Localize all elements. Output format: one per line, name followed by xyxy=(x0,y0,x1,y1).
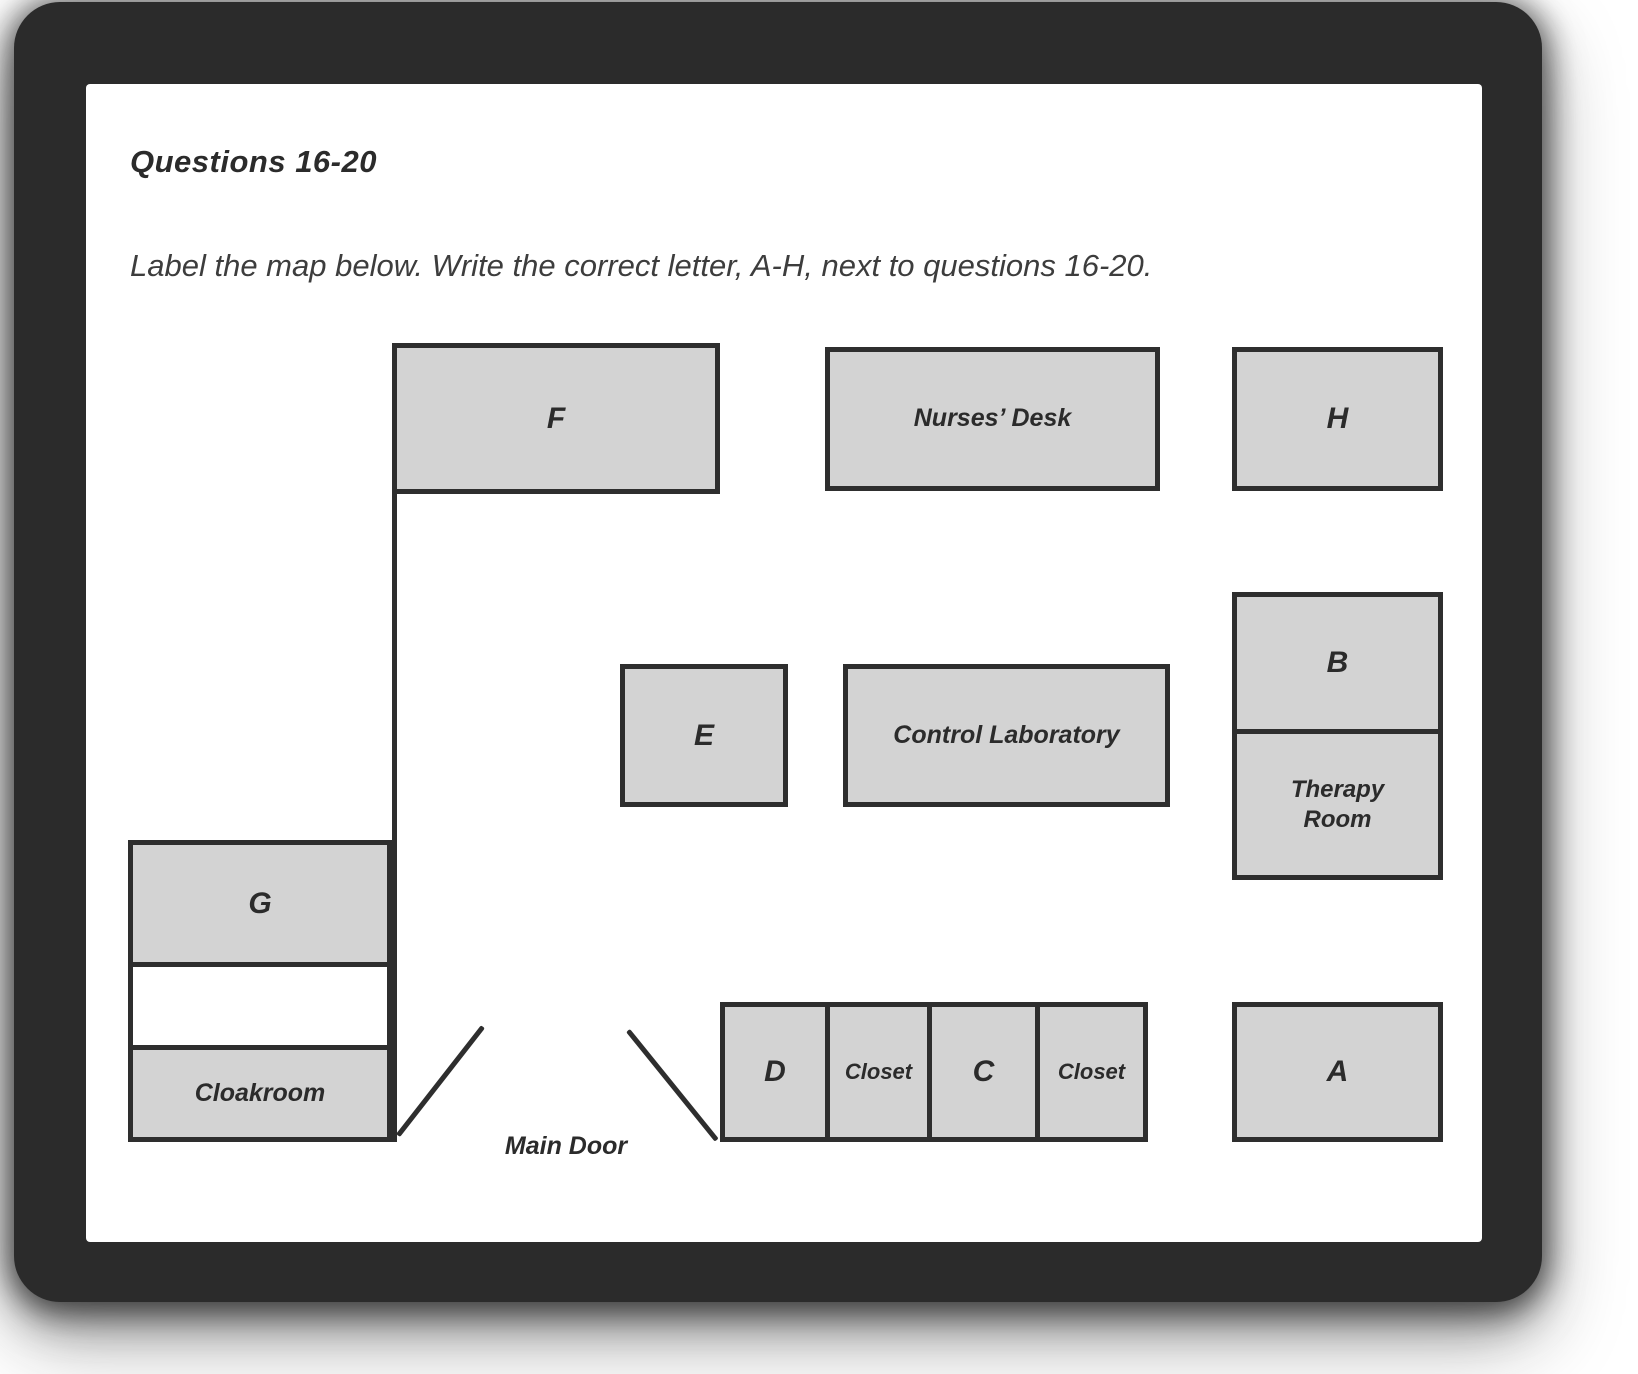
room-unlabeled xyxy=(128,962,392,1050)
room-cloakroom: Cloakroom xyxy=(128,1045,392,1142)
main-door-line-right xyxy=(626,1028,719,1142)
room-g-label: G xyxy=(248,886,272,920)
room-nurses-desk: Nurses’ Desk xyxy=(825,347,1160,491)
room-f-label: F xyxy=(546,401,566,435)
room-g: G xyxy=(128,840,392,967)
room-a: A xyxy=(1232,1002,1443,1142)
dark-bezel-frame: Questions 16-20 Label the map below. Wri… xyxy=(14,2,1542,1302)
room-closet-left-label: Closet xyxy=(844,1059,913,1085)
room-a-label: A xyxy=(1326,1055,1349,1089)
room-nurses-desk-label: Nurses’ Desk xyxy=(913,404,1072,433)
floor-plan-map: F Nurses’ Desk H B Therapy Room E xyxy=(86,84,1482,1242)
room-h-label: H xyxy=(1326,402,1349,436)
room-therapy: Therapy Room xyxy=(1232,729,1443,880)
room-d-label: D xyxy=(764,1055,786,1089)
page-title: Questions 16-20 xyxy=(130,144,377,179)
room-c-label: C xyxy=(972,1055,995,1089)
document-page: Questions 16-20 Label the map below. Wri… xyxy=(86,84,1482,1242)
instruction-text: Label the map below. Write the correct l… xyxy=(130,248,1153,283)
room-c: C xyxy=(927,1002,1040,1142)
room-b: B xyxy=(1232,592,1443,734)
room-e: E xyxy=(620,664,788,807)
room-b-label: B xyxy=(1326,646,1349,680)
room-closet-left: Closet xyxy=(825,1002,932,1142)
room-e-label: E xyxy=(693,718,714,752)
room-control-laboratory-label: Control Laboratory xyxy=(893,720,1120,749)
room-therapy-label: Therapy Room xyxy=(1290,775,1385,833)
room-d: D xyxy=(720,1002,830,1142)
main-door-label: Main Door xyxy=(504,1132,628,1160)
room-f: F xyxy=(392,343,720,494)
left-corridor-wall xyxy=(392,492,397,1142)
room-h: H xyxy=(1232,347,1443,491)
room-cloakroom-label: Cloakroom xyxy=(194,1078,326,1107)
room-closet-right: Closet xyxy=(1035,1002,1148,1142)
room-control-laboratory: Control Laboratory xyxy=(843,664,1170,807)
room-closet-right-label: Closet xyxy=(1057,1059,1126,1085)
main-door-line-left xyxy=(396,1025,485,1138)
